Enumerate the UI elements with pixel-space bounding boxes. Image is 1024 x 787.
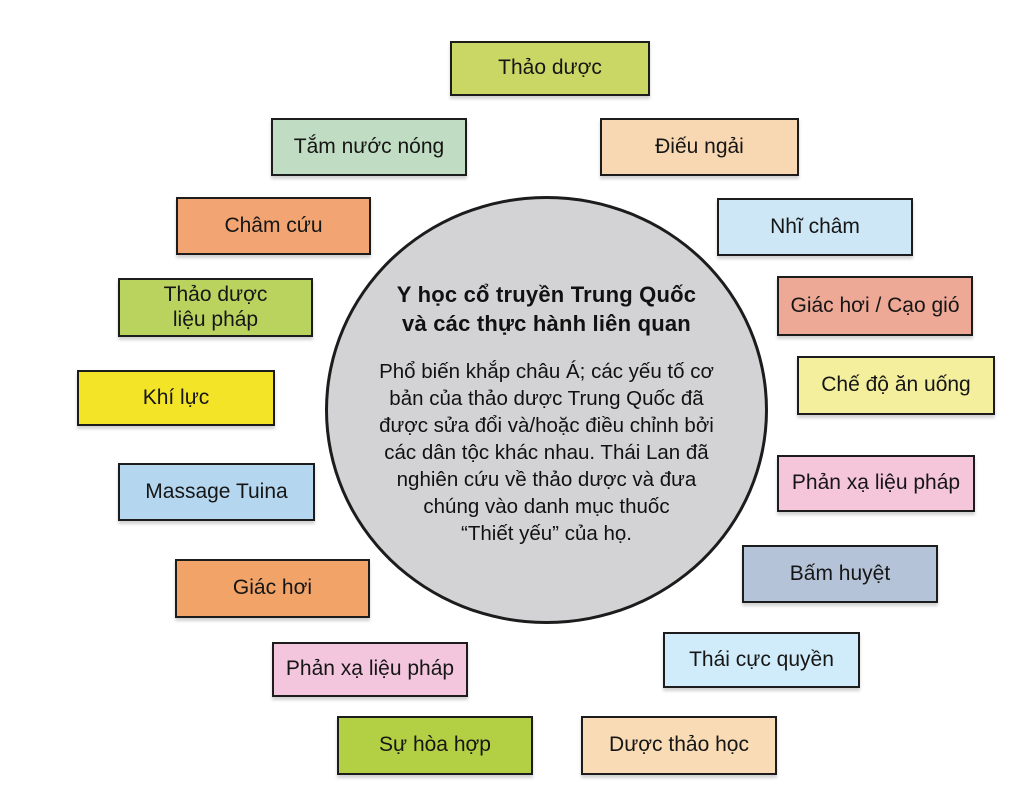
- node-phan-xa-lieu-phap-right: Phản xạ liệu pháp: [777, 455, 975, 512]
- node-giac-hoi-left: Giác hơi: [175, 559, 370, 618]
- diagram-title: Y học cổ truyền Trung Quốc và các thực h…: [396, 282, 697, 336]
- node-giac-hoi-cao-gio: Giác hơi / Cạo gió: [777, 276, 973, 336]
- node-thai-cuc-quyen: Thái cực quyền: [663, 632, 860, 688]
- diagram-description: Phổ biến khắp châu Á; các yếu tố cơ bản …: [379, 360, 714, 546]
- node-phan-xa-lieu-phap-left: Phản xạ liệu pháp: [272, 642, 468, 697]
- node-tam-nuoc-nong: Tắm nước nóng: [271, 118, 467, 176]
- node-che-do-an-uong: Chế độ ăn uống: [797, 356, 995, 415]
- node-su-hoa-hop: Sự hòa hợp: [337, 716, 533, 775]
- node-nhi-cham: Nhĩ châm: [717, 198, 913, 256]
- node-khi-luc: Khí lực: [77, 370, 275, 426]
- central-circle: Y học cổ truyền Trung Quốc và các thực h…: [325, 196, 768, 624]
- node-massage-tuina: Massage Tuina: [118, 463, 315, 521]
- node-thao-duoc-lieu-phap: Thảo dược liệu pháp: [118, 278, 313, 337]
- node-thao-duoc-top: Thảo dược: [450, 41, 650, 96]
- node-bam-huyet: Bấm huyệt: [742, 545, 938, 603]
- node-cham-cuu: Châm cứu: [176, 197, 371, 255]
- node-dieu-ngai: Điếu ngải: [600, 118, 799, 176]
- node-duoc-thao-hoc: Dược thảo học: [581, 716, 777, 775]
